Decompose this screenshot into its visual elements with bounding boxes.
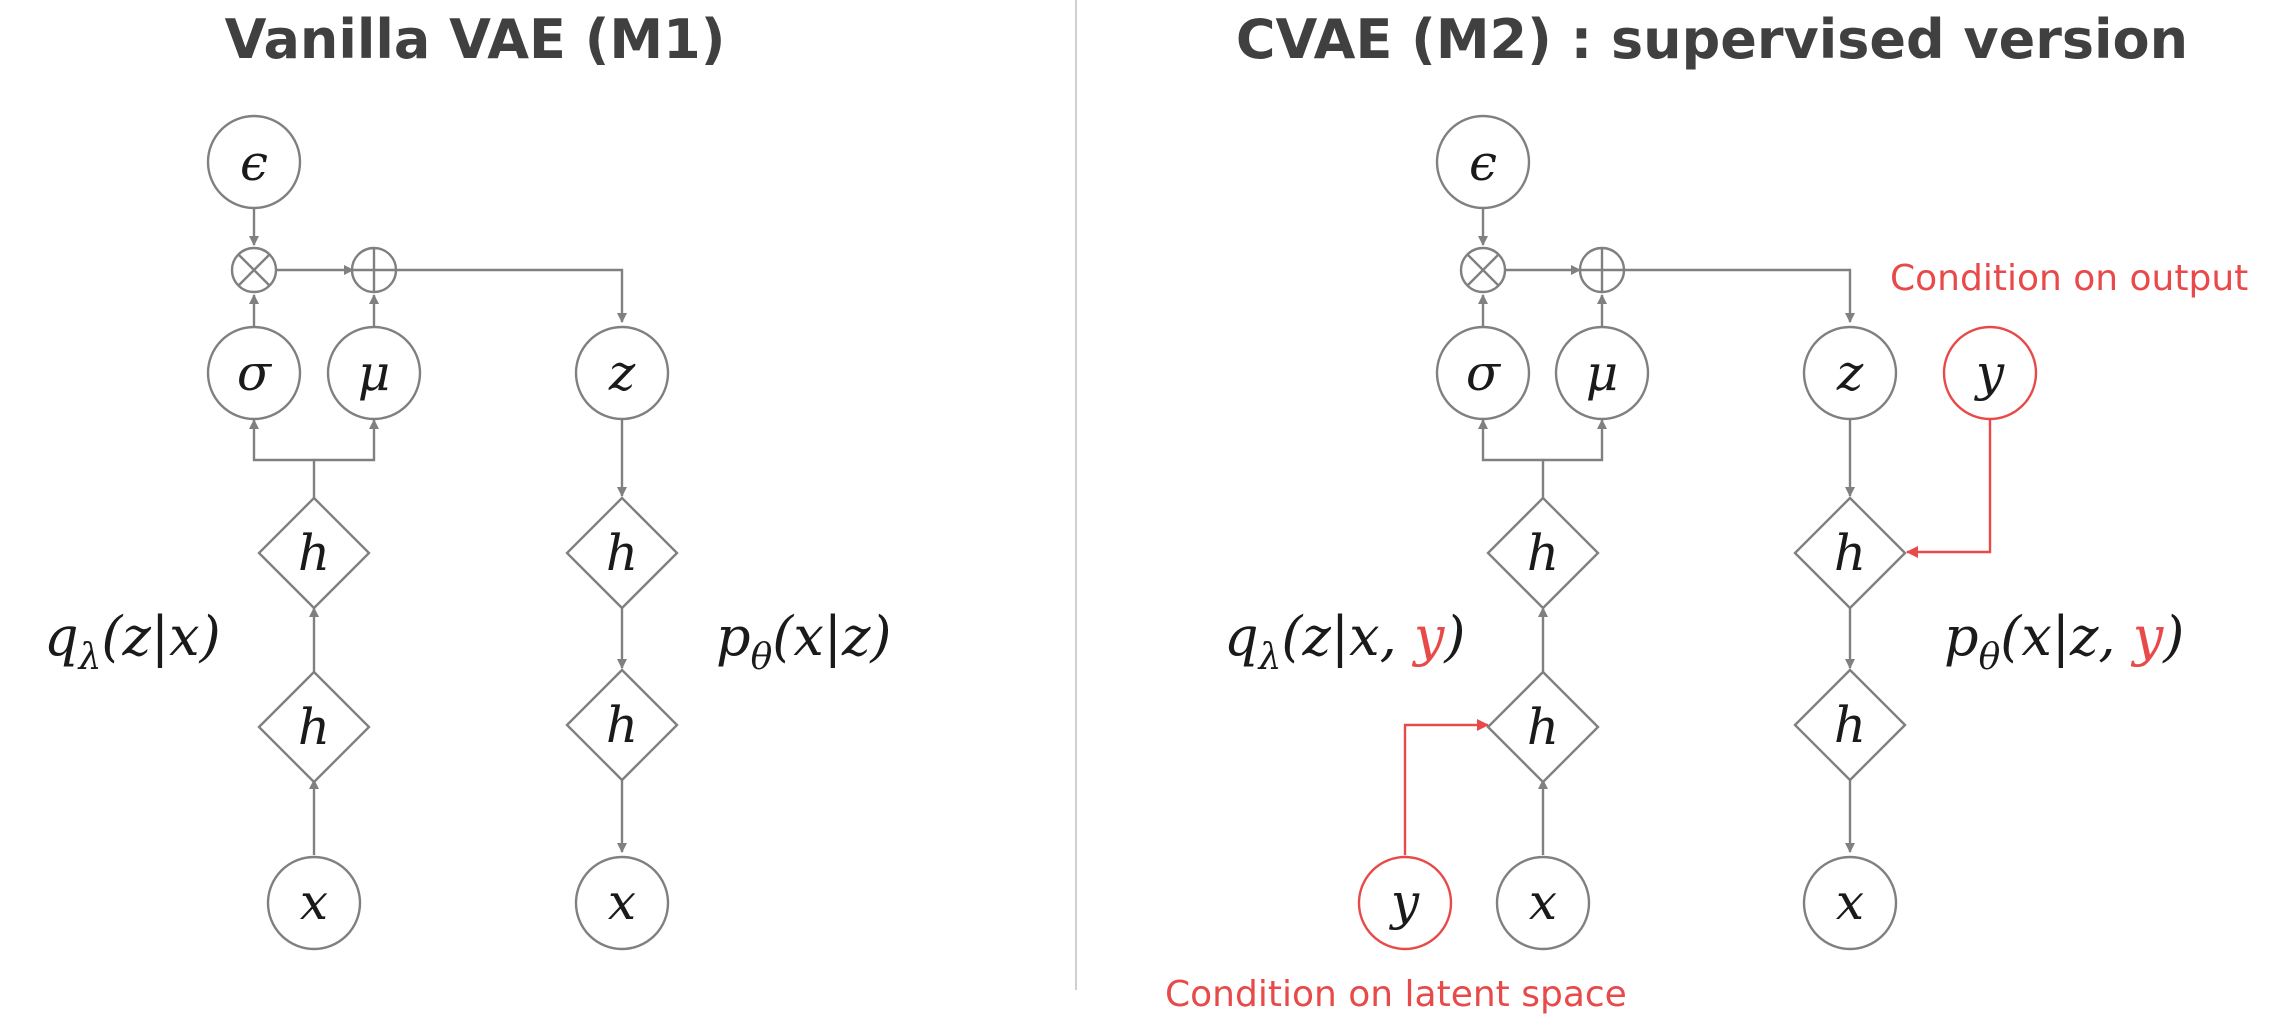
edge-h-to-mu	[314, 419, 379, 462]
edge-add-to-z	[1602, 268, 1855, 323]
output-x-label: x	[608, 873, 636, 931]
decoder-hidden-label-1: h	[1834, 524, 1866, 582]
decoder-hidden-node-1	[1793, 496, 1907, 610]
multiply-operator	[1459, 246, 1507, 294]
decoder-hidden-label-1: h	[606, 524, 638, 582]
right-title: CVAE (M2) : supervised version	[1236, 8, 2188, 71]
mu-label: μ	[1586, 344, 1619, 402]
edge-condition-y-to-decoder	[1906, 420, 1992, 558]
input-x-label: x	[1529, 873, 1557, 931]
mu-node	[1554, 325, 1650, 421]
encoder-hidden-node-2	[257, 496, 371, 610]
output-x-label: x	[1836, 873, 1864, 931]
epsilon-node	[1435, 114, 1531, 210]
encoder-hidden-node-1	[257, 670, 371, 784]
encoder-condition-y-label: y	[1389, 873, 1420, 931]
multiply-operator	[230, 246, 278, 294]
decoder-condition-y-node	[1942, 325, 2038, 421]
annotation-condition-on-latent-space: Condition on latent space	[1165, 974, 1627, 1015]
edge-add-to-z	[375, 268, 627, 323]
left-panel: Vanilla VAE (M1) ϵ σ μ	[44, 8, 892, 951]
add-operator	[350, 246, 398, 294]
decoder-condition-y-label: y	[1974, 344, 2005, 402]
encoder-hidden-node-2	[1486, 496, 1600, 610]
output-x-node	[574, 855, 670, 951]
left-title: Vanilla VAE (M1)	[225, 8, 726, 71]
edge-h-to-sigma	[249, 419, 316, 498]
sigma-label: σ	[237, 344, 273, 402]
encoder-hidden-label-2: h	[1527, 524, 1559, 582]
edge-h-to-sigma	[1478, 419, 1545, 498]
latent-z-node	[574, 325, 670, 421]
decoder-hidden-node-2	[1793, 668, 1907, 782]
input-x-label: x	[300, 873, 328, 931]
sigma-label: σ	[1466, 344, 1502, 402]
add-operator	[1578, 246, 1626, 294]
encoder-formula: qλ(z|x, y)	[1224, 605, 1466, 678]
decoder-hidden-label-2: h	[606, 696, 638, 754]
epsilon-label: ϵ	[240, 134, 268, 192]
encoder-hidden-label-1: h	[1527, 698, 1559, 756]
annotation-condition-on-output: Condition on output	[1890, 258, 2248, 299]
decoder-formula: pθ(x|z, y)	[1944, 605, 2184, 678]
mu-label: μ	[358, 344, 391, 402]
mu-node	[326, 325, 422, 421]
encoder-hidden-label-2: h	[298, 524, 330, 582]
decoder-formula: pθ(x|z)	[716, 605, 892, 678]
encoder-condition-y-node	[1357, 855, 1453, 951]
output-x-node	[1802, 855, 1898, 951]
encoder-hidden-node-1	[1486, 670, 1600, 784]
decoder-hidden-node-2	[565, 668, 679, 782]
edge-h-to-mu	[1543, 419, 1607, 462]
decoder-hidden-node-1	[565, 496, 679, 610]
latent-z-label: z	[608, 344, 636, 402]
sigma-node	[206, 325, 302, 421]
sigma-node	[1435, 325, 1531, 421]
latent-z-label: z	[1836, 344, 1864, 402]
epsilon-label: ϵ	[1469, 134, 1497, 192]
encoder-hidden-label-1: h	[298, 698, 330, 756]
input-x-node	[1495, 855, 1591, 951]
epsilon-node	[206, 114, 302, 210]
input-x-node	[266, 855, 362, 951]
latent-z-node	[1802, 325, 1898, 421]
right-panel: CVAE (M2) : supervised version ϵ	[1165, 8, 2248, 1015]
encoder-formula: qλ(z|x)	[44, 605, 221, 678]
edge-condition-y-to-encoder	[1403, 719, 1489, 855]
decoder-hidden-label-2: h	[1834, 696, 1866, 754]
